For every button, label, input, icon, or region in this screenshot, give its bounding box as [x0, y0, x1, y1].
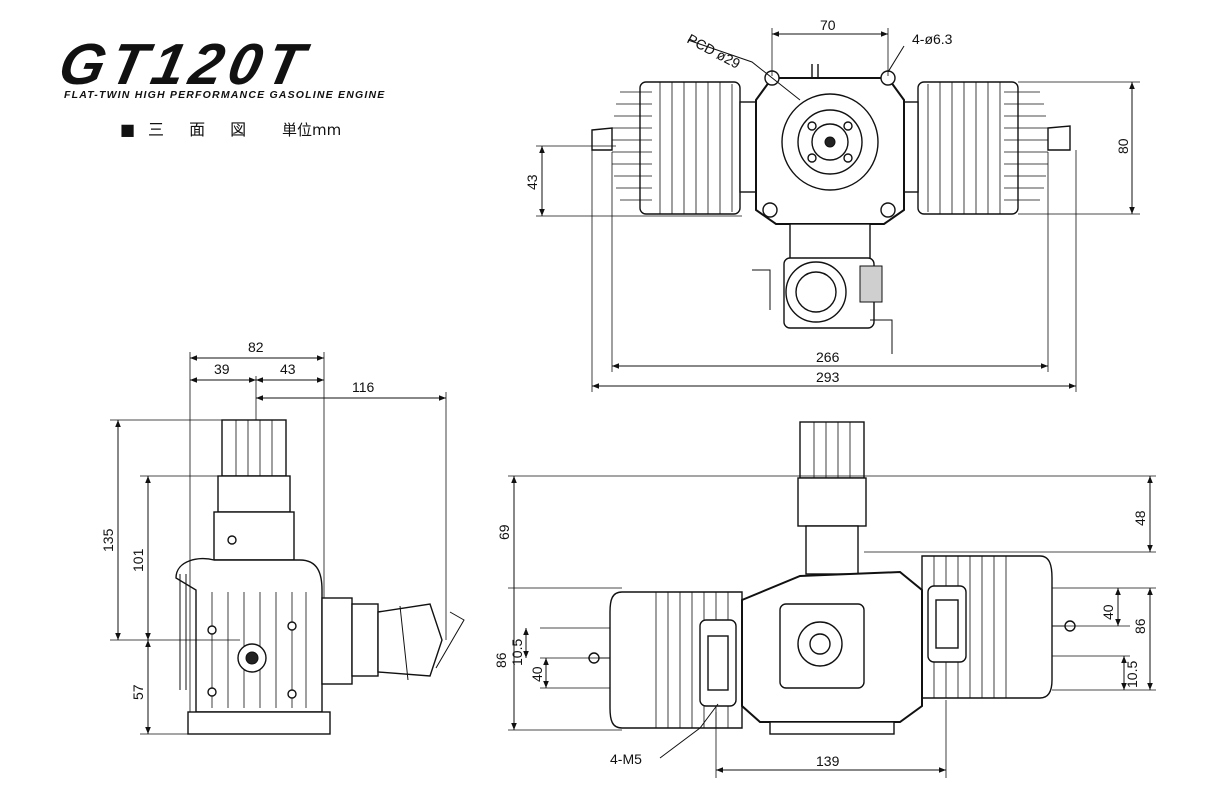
- top-right-cylinder: [891, 81, 1071, 215]
- side-view: 82 39 43 116 135 101 57: [100, 339, 465, 735]
- logo-text: GT120T: [53, 33, 315, 97]
- top-view: 70 PCD ø29 4-ø6.3 43 80 266 293: [524, 17, 1140, 392]
- dim-m5: 4-M5: [610, 751, 642, 767]
- dim-82: 82: [248, 339, 264, 355]
- dim-40-left: 40: [529, 666, 545, 682]
- caption-title: 三 面 図: [148, 120, 256, 139]
- dim-43-top: 43: [524, 174, 540, 190]
- dim-266: 266: [816, 349, 840, 365]
- dim-101: 101: [130, 548, 146, 572]
- dim-48: 48: [1132, 510, 1148, 526]
- dim-293: 293: [816, 369, 840, 385]
- dim-10-5-right: 10.5: [1124, 661, 1140, 688]
- dim-39: 39: [214, 361, 230, 377]
- caption: ■ 三 面 図 単位mm: [120, 120, 341, 139]
- side-dimensions: 82 39 43 116 135 101 57: [100, 339, 447, 735]
- dim-69: 69: [496, 524, 512, 540]
- dim-139: 139: [816, 753, 840, 769]
- front-view: 69 48 40 86 10.5 10.5 40 86 4-M5 139: [493, 421, 1156, 778]
- side-engine-body: [175, 419, 465, 735]
- logo-subtitle: FLAT-TWIN HIGH PERFORMANCE GASOLINE ENGI…: [64, 89, 385, 101]
- dim-10-5-left: 10.5: [509, 639, 525, 666]
- dim-116: 116: [352, 379, 375, 395]
- top-crankcase: [755, 64, 905, 225]
- top-left-cylinder: [591, 81, 767, 215]
- dim-86-left: 86: [493, 652, 509, 668]
- dim-86-right: 86: [1132, 618, 1148, 634]
- caption-unit: 単位mm: [282, 121, 341, 139]
- dim-40-right: 40: [1100, 604, 1116, 620]
- dim-135: 135: [100, 528, 116, 552]
- top-carburettor: [752, 223, 893, 354]
- dim-holes: 4-ø6.3: [912, 31, 953, 47]
- front-dimensions: 69 48 40 86 10.5 10.5 40 86 4-M5 139: [493, 475, 1156, 778]
- dim-pcd: PCD ø29: [685, 31, 744, 72]
- front-engine-body: [588, 421, 1076, 735]
- logo: GT120T FLAT-TWIN HIGH PERFORMANCE GASOLI…: [53, 33, 385, 101]
- dim-70: 70: [820, 17, 836, 33]
- dim-57: 57: [130, 684, 146, 700]
- dim-43-side: 43: [280, 361, 296, 377]
- caption-marker: ■: [120, 120, 135, 139]
- dim-80: 80: [1115, 138, 1131, 154]
